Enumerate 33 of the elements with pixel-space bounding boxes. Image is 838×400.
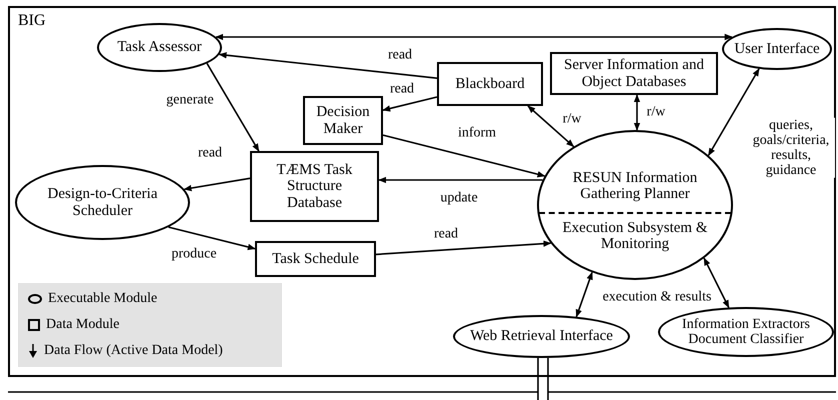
edge-label: update <box>438 190 480 206</box>
arrow <box>708 68 760 156</box>
frame-title: BIG <box>18 12 46 30</box>
ellipse-module: User Interface <box>722 28 832 70</box>
arrow <box>376 240 552 256</box>
ellipse-module: Task Assessor <box>97 23 222 72</box>
arrow <box>576 272 593 318</box>
arrow <box>206 63 260 152</box>
edge-label: produce <box>169 246 219 262</box>
arrow <box>527 105 574 148</box>
arrow <box>382 96 438 112</box>
arrow <box>378 176 543 184</box>
arrow <box>634 94 640 131</box>
ellipse-module: Design-to-Criteria Scheduler <box>15 165 190 240</box>
system-frame <box>8 6 836 377</box>
arrow <box>168 226 256 250</box>
data-box: Blackboard <box>437 62 543 106</box>
data-box: Server Information and Object Databases <box>550 52 718 95</box>
legend-text: Data Module <box>46 317 120 333</box>
arrow <box>215 34 733 40</box>
data-box: Task Schedule <box>255 241 376 277</box>
arrow <box>218 52 438 80</box>
data-box: TÆMS Task Structure Database <box>250 151 379 222</box>
module-label: RESUN Information Gathering Planner <box>572 170 698 202</box>
arrow <box>382 134 546 178</box>
ellipse-module: Information Extractors Document Classifier <box>658 307 834 357</box>
legend-text: Data Flow (Active Data Model) <box>44 343 223 359</box>
legend-text: Executable Module <box>48 291 158 307</box>
arrow <box>184 178 250 192</box>
data-box: Decision Maker <box>303 96 383 145</box>
ellipse-module: Web Retrieval Interface <box>453 315 630 358</box>
module-label: Execution Subsystem & Monitoring <box>562 220 708 252</box>
arrow <box>703 257 730 308</box>
